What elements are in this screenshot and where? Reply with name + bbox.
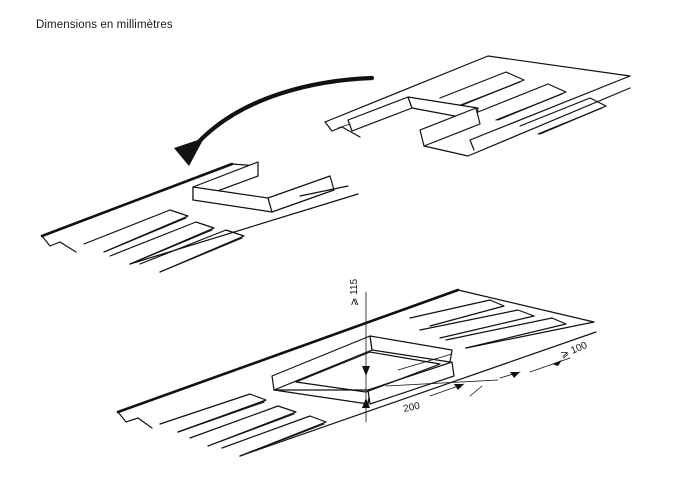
curved-arrow-icon: [174, 75, 375, 166]
page-title: Dimensions en millimètres: [36, 19, 173, 31]
height-dimension-label: ⩾ 115: [349, 278, 360, 306]
assembled-sheet-with-dimensions: [116, 288, 597, 457]
sheet-with-cover-piece: [40, 161, 359, 273]
cut-sheet-with-opening: [324, 55, 631, 157]
length-dimension-label: 200: [402, 401, 421, 415]
